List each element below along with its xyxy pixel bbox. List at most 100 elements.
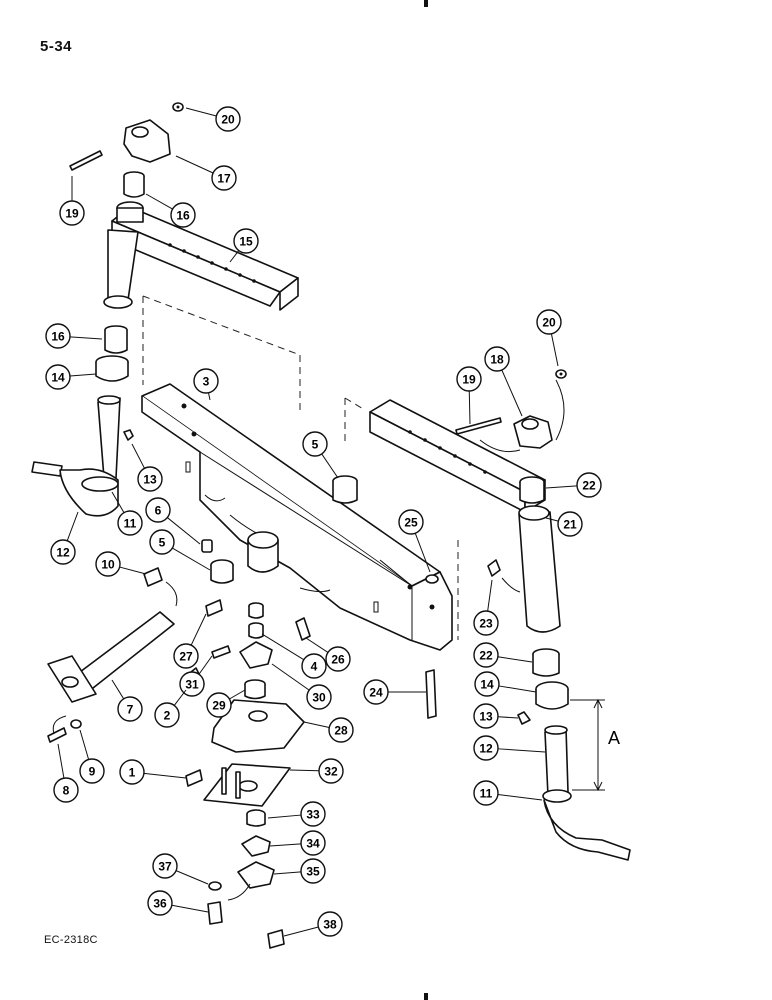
callout-leader [501, 369, 523, 417]
callout-circle [318, 758, 344, 784]
callout-circle [154, 702, 180, 728]
callout-number: 21 [563, 518, 577, 532]
callout-circle [300, 801, 326, 827]
callout-leader [273, 871, 302, 875]
callout-leader [79, 729, 90, 760]
callout-number: 2 [164, 709, 171, 723]
callout-leader [173, 689, 187, 706]
callout-leader [185, 107, 217, 117]
callout-number: 7 [127, 703, 134, 717]
callout-circle [79, 758, 105, 784]
callout-circle [328, 717, 354, 743]
part-callout-8: 8 [53, 743, 79, 803]
callout-number: 12 [56, 546, 70, 560]
part-callout-7: 7 [111, 679, 143, 722]
callout-leader [468, 390, 471, 425]
callout-leader [207, 392, 211, 401]
callout-leader [497, 656, 533, 663]
callout-leader [289, 769, 320, 772]
callout-circle [45, 323, 71, 349]
callout-leader [267, 814, 302, 819]
callout-circle [147, 890, 173, 916]
callout-number: 3 [203, 375, 210, 389]
callout-number: 13 [143, 473, 157, 487]
callout-circle [317, 911, 343, 937]
callout-circle [473, 642, 499, 668]
callout-circle [473, 610, 499, 636]
callout-number: 29 [212, 699, 226, 713]
part-callout-34: 34 [269, 830, 326, 856]
callout-number: 11 [124, 517, 137, 531]
callout-number: 26 [331, 653, 345, 667]
callout-leader [269, 843, 302, 847]
callout-circle [474, 671, 500, 697]
part-callout-25: 25 [398, 509, 431, 573]
part-callout-22: 22 [473, 642, 533, 668]
callout-circle [576, 472, 602, 498]
callout-leader [171, 904, 209, 913]
part-callout-26: 26 [305, 637, 351, 672]
callout-number: 18 [490, 353, 504, 367]
callout-circle [137, 466, 163, 492]
callout-leader [229, 689, 246, 700]
callout-number: 5 [159, 536, 166, 550]
left-bushing-seal [95, 325, 129, 382]
part-callout-14: 14 [474, 671, 537, 697]
callout-leader [111, 679, 125, 700]
callout-number: 15 [239, 235, 253, 249]
callout-leader [305, 637, 329, 653]
part-callout-21: 21 [545, 511, 583, 537]
part-callout-10: 10 [95, 551, 147, 577]
callout-number: 4 [311, 660, 318, 674]
part-callout-1: 1 [119, 759, 187, 785]
callout-circle [484, 346, 510, 372]
callout-leader [131, 443, 145, 469]
callout-leader [261, 633, 305, 661]
callout-leader [143, 772, 187, 779]
part-callout-23: 23 [473, 579, 499, 636]
part-callout-4: 4 [261, 633, 327, 679]
callout-leader [497, 716, 519, 719]
callout-circle [456, 366, 482, 392]
left-spindle [31, 395, 134, 517]
callout-number: 31 [185, 678, 199, 692]
callout-number: 17 [217, 172, 231, 186]
callout-leader [545, 517, 559, 522]
callout-number: 24 [369, 686, 383, 700]
callout-number: 28 [334, 724, 348, 738]
callout-number: 37 [158, 860, 172, 874]
callout-leader [69, 373, 97, 377]
callout-leader [69, 336, 103, 340]
callout-number: 20 [221, 113, 235, 127]
part-callout-12: 12 [50, 511, 79, 565]
crop-mark-top [424, 0, 428, 7]
pivot-pin-assembly [47, 567, 223, 743]
part-callout-3: 3 [193, 368, 219, 401]
callout-circle [306, 684, 332, 710]
callout-leader [283, 926, 319, 937]
page-number: 5-34 [40, 38, 73, 55]
part-callout-37: 37 [152, 853, 209, 885]
part-callout-19: 19 [456, 366, 482, 425]
callout-circle [95, 551, 121, 577]
callout-number: 38 [323, 918, 337, 932]
part-callout-15: 15 [229, 228, 259, 263]
callout-number: 11 [480, 787, 493, 801]
callout-circle [206, 692, 232, 718]
part-callout-29: 29 [206, 689, 246, 718]
callout-leader [271, 663, 310, 691]
dimension-label-a: A [608, 728, 620, 748]
callout-leader [550, 333, 559, 367]
callout-circle [398, 509, 424, 535]
callout-number: 23 [479, 617, 493, 631]
callout-circle [50, 539, 76, 565]
part-callout-35: 35 [273, 858, 326, 884]
callout-number: 1 [129, 766, 136, 780]
callout-leader [303, 721, 330, 728]
crop-mark-bottom [424, 993, 428, 1000]
callout-leader [175, 870, 209, 885]
callout-circle [149, 529, 175, 555]
callout-number: 12 [479, 742, 493, 756]
axle-extension-left [103, 201, 299, 311]
